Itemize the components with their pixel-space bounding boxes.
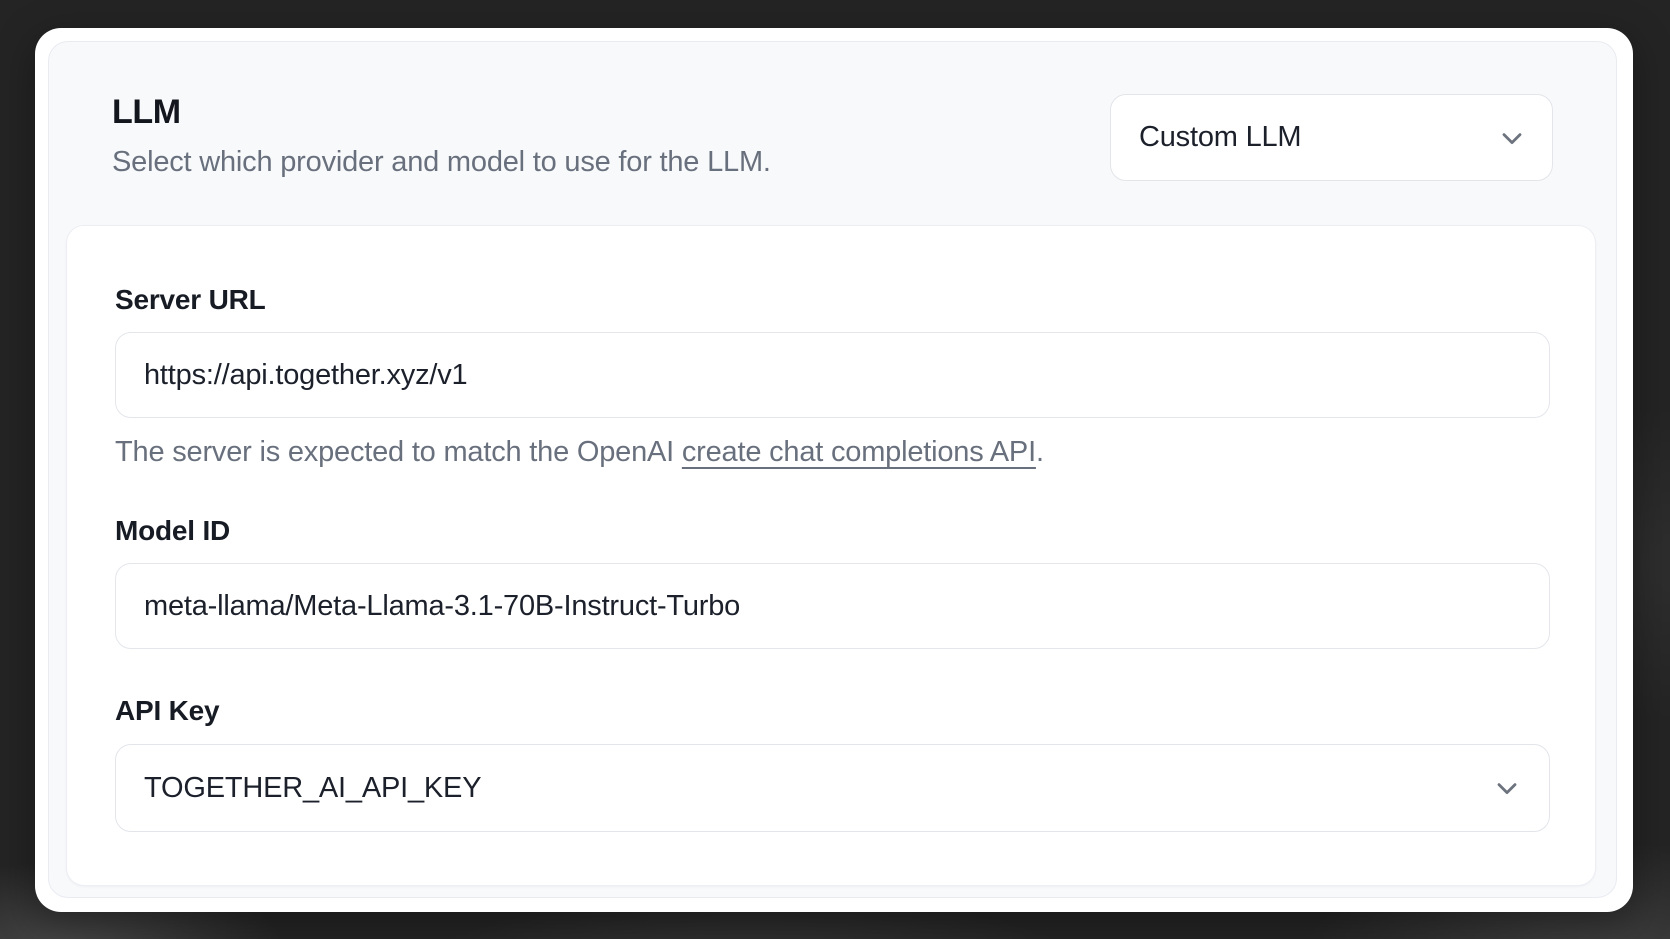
llm-section-header-text: LLM Select which provider and model to u… (112, 92, 771, 179)
server-url-help-prefix: The server is expected to match the Open… (115, 436, 682, 468)
model-id-field: Model ID (115, 515, 1550, 649)
server-url-help-suffix: . (1035, 436, 1044, 468)
provider-select-value: Custom LLM (1139, 121, 1302, 153)
provider-select[interactable]: Custom LLM (1110, 94, 1553, 181)
server-url-label: Server URL (115, 284, 266, 315)
model-id-input[interactable] (115, 563, 1550, 649)
section-title: LLM (112, 93, 181, 131)
llm-config-card: Server URL The server is expected to mat… (66, 225, 1596, 886)
server-url-help: The server is expected to match the Open… (115, 435, 1550, 469)
server-url-input[interactable] (115, 332, 1550, 418)
model-id-label: Model ID (115, 515, 231, 546)
api-key-field: API Key TOGETHER_AI_API_KEY (115, 695, 1550, 832)
section-subtitle: Select which provider and model to use f… (112, 146, 771, 178)
api-key-select-value: TOGETHER_AI_API_KEY (144, 771, 482, 804)
create-chat-completions-api-link[interactable]: create chat completions API (681, 436, 1036, 468)
llm-section-panel: LLM Select which provider and model to u… (48, 41, 1617, 898)
chevron-down-icon (1496, 122, 1528, 154)
llm-settings-card: LLM Select which provider and model to u… (35, 28, 1633, 912)
server-url-field: Server URL The server is expected to mat… (115, 284, 1550, 469)
api-key-select[interactable]: TOGETHER_AI_API_KEY (115, 744, 1550, 832)
api-key-label: API Key (115, 695, 220, 726)
llm-section-header: LLM Select which provider and model to u… (49, 42, 1616, 181)
chevron-down-icon (1491, 772, 1523, 804)
